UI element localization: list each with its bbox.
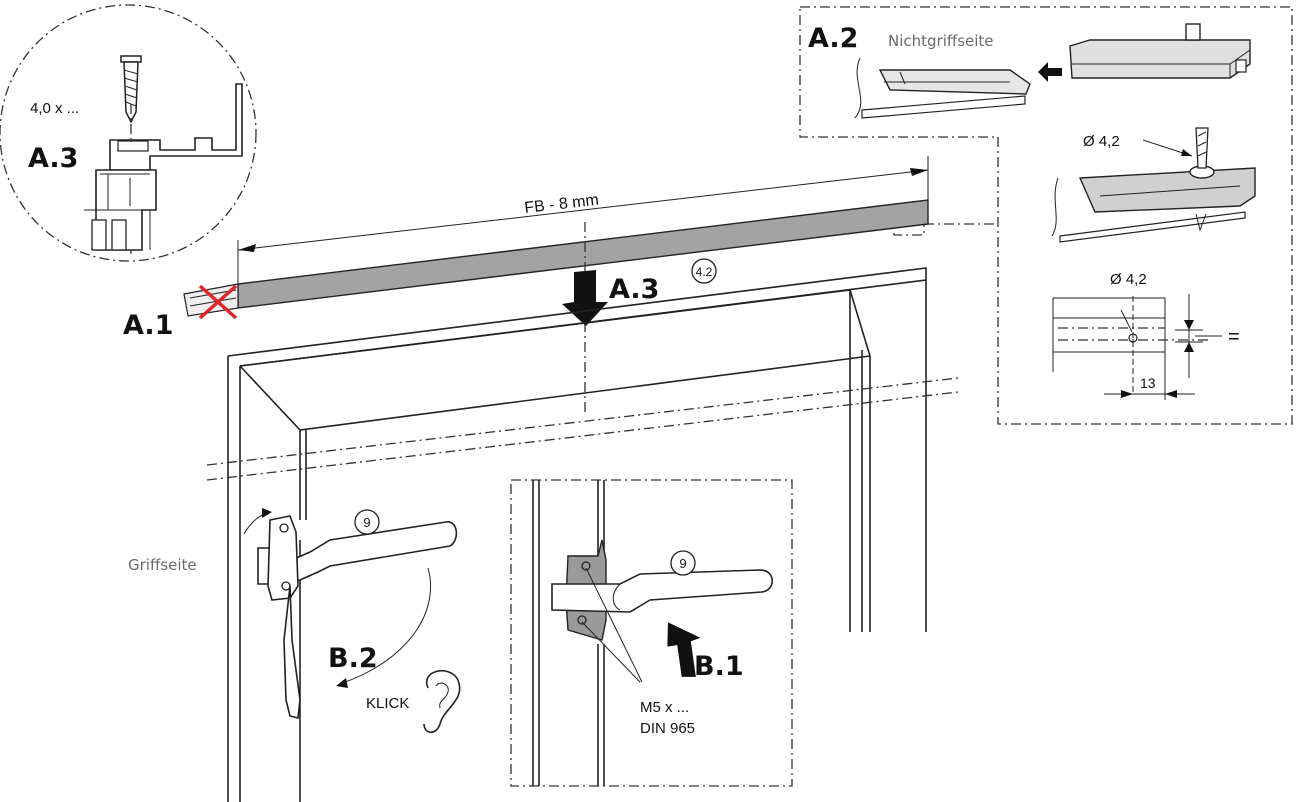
label-a3-detail: A.3 bbox=[28, 143, 78, 174]
part-number-9-right: 9 bbox=[679, 556, 686, 571]
label-b2: B.2 bbox=[328, 643, 378, 674]
label-a2: A.2 bbox=[808, 23, 858, 54]
label-a3-arrow: A.3 bbox=[609, 274, 659, 305]
dimension-13: 13 bbox=[1140, 375, 1156, 391]
label-b1: B.1 bbox=[694, 651, 744, 682]
drill-icon bbox=[1195, 127, 1209, 169]
window-frame bbox=[206, 267, 959, 802]
part-number-circle-9-right bbox=[670, 550, 696, 576]
label-a1: A.1 bbox=[123, 310, 173, 341]
detail-a3-circle bbox=[0, 4, 257, 262]
klick-label: KLICK bbox=[366, 695, 409, 712]
rail-profile bbox=[183, 199, 929, 317]
drill-diameter-bottom: Ø 4,2 bbox=[1110, 271, 1147, 288]
dimension-fb bbox=[237, 156, 929, 290]
part-number-circle-9-left bbox=[354, 509, 380, 535]
ear-icon bbox=[423, 670, 461, 734]
screw-din-label: DIN 965 bbox=[640, 720, 695, 737]
nichtgriffseite-label: Nichtgriffseite bbox=[888, 32, 994, 50]
part-number-9-left: 9 bbox=[363, 515, 370, 530]
part-number-42: 4.2 bbox=[696, 265, 713, 279]
screw-icon bbox=[120, 55, 142, 124]
dimension-fb-label: FB - 8 mm bbox=[524, 192, 600, 217]
griffseite-label: Griffseite bbox=[128, 556, 197, 574]
detail-a2-box bbox=[799, 6, 1293, 425]
drill-detail bbox=[1051, 127, 1256, 243]
handle-left bbox=[243, 508, 458, 719]
drill-diameter-top: Ø 4,2 bbox=[1083, 133, 1120, 150]
screw-size-label: 4,0 x ... bbox=[30, 100, 79, 117]
equal-sign: = bbox=[1228, 326, 1240, 348]
arrow-icon bbox=[562, 270, 608, 326]
detail-b1-box bbox=[510, 479, 793, 787]
cross-icon bbox=[198, 284, 238, 320]
hole-dimension-drawing bbox=[1052, 294, 1222, 400]
screw-m5-label: M5 x ... bbox=[640, 699, 689, 716]
part-number-circle-42 bbox=[691, 258, 717, 284]
